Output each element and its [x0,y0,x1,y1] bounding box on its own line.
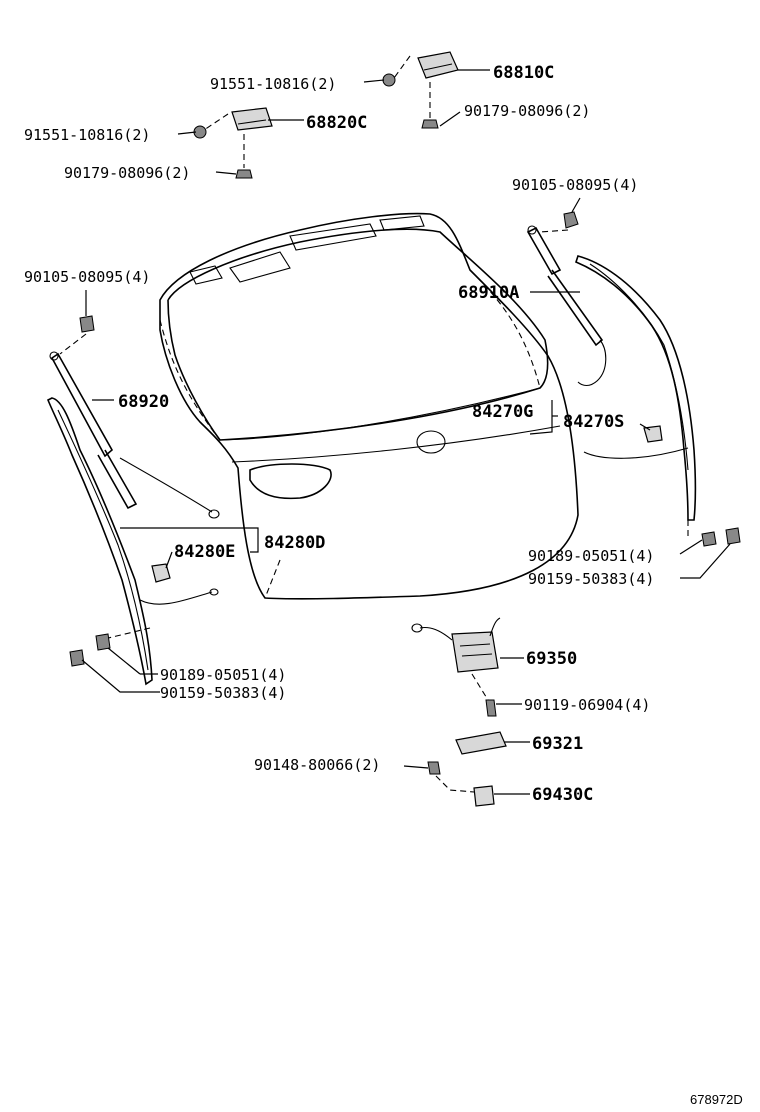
lock-cover [455,731,507,755]
callout-91551-10816-upper: 91551-10816(2) [210,75,336,93]
callout-84280D: 84280D [264,533,325,553]
right-gas-strut [526,225,607,387]
callout-68820C: 68820C [306,113,367,133]
hinge-68820C [203,107,273,168]
callout-91551-10816-lower: 91551-10816(2) [24,126,150,144]
right-trim-strip [575,255,697,540]
back-door-panel [159,212,579,600]
callout-84270S: 84270S [563,412,624,432]
callout-90105-08095-left: 90105-08095(4) [24,268,150,286]
callout-90159-50383-left: 90159-50383(4) [160,684,286,702]
callout-90179-08096-upper: 90179-08096(2) [464,102,590,120]
callout-69350: 69350 [526,649,577,669]
hinge-68810C [393,51,459,118]
left-trim-strip [46,397,219,686]
callout-90189-05051-right: 90189-05051(4) [528,547,654,565]
callout-68810C: 68810C [493,63,554,83]
callout-90189-05051-left: 90189-05051(4) [160,666,286,684]
striker [435,775,495,807]
callout-68920: 68920 [118,392,169,412]
callout-90159-50383-right: 90159-50383(4) [528,570,654,588]
callout-68910A: 68910A [458,283,519,303]
callout-90148-80066: 90148-80066(2) [254,756,380,774]
callout-90179-08096-lower: 90179-08096(2) [64,164,190,182]
callout-69430C: 69430C [532,785,593,805]
callout-69321: 69321 [532,734,583,754]
leader-lines [81,69,731,795]
diagram-id: 678972D [690,1092,743,1107]
callout-90105-08095-right: 90105-08095(4) [512,176,638,194]
callout-84270G: 84270G [472,402,533,422]
left-gas-strut [49,351,220,519]
callout-90119-06904: 90119-06904(4) [524,696,650,714]
lock-assembly [411,617,501,701]
callout-84280E: 84280E [174,542,235,562]
